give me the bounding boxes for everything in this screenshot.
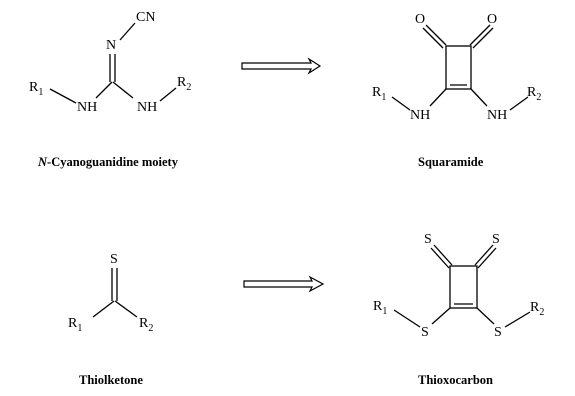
bond-c-s-left bbox=[431, 307, 451, 325]
cyclobutene-ring bbox=[449, 265, 478, 309]
atom-s-right: S bbox=[494, 325, 502, 340]
bond-s-r2 bbox=[504, 311, 531, 328]
bond-r1-nh bbox=[49, 88, 77, 104]
atom-nh-left: NH bbox=[77, 100, 97, 115]
transform-arrow-top bbox=[241, 57, 322, 75]
bond-c-nh-right bbox=[112, 81, 134, 99]
atom-nh-right: NH bbox=[487, 108, 507, 123]
squaramide-structure: O O NH NH R1 R2 bbox=[372, 12, 541, 123]
bond-r1-s bbox=[393, 309, 421, 328]
atom-r2: R2 bbox=[527, 85, 541, 103]
atom-r2: R2 bbox=[177, 75, 191, 93]
cyclobutene-ring bbox=[445, 45, 472, 90]
atom-r1: R1 bbox=[68, 316, 82, 334]
bond-c-s-right bbox=[476, 307, 495, 325]
thiolketone-structure: S R1 R2 bbox=[68, 252, 153, 334]
bond-nh-r2 bbox=[509, 96, 529, 111]
atom-s-left: S bbox=[421, 325, 429, 340]
atom-s-right-thione: S bbox=[492, 232, 500, 247]
bond-co-right-a bbox=[469, 24, 491, 46]
bond-co-left-a bbox=[425, 24, 447, 46]
bond-c-r1 bbox=[92, 300, 115, 318]
caption-cyanoguanidine: N-Cyanoguanidine moiety bbox=[37, 155, 179, 169]
atom-s-thione: S bbox=[110, 252, 118, 267]
bond-co-right-b bbox=[472, 27, 494, 49]
bond-c-r2 bbox=[114, 300, 138, 318]
atom-s-left-thione: S bbox=[424, 232, 432, 247]
atom-o-right: O bbox=[487, 12, 497, 27]
bond-co-left-b bbox=[422, 27, 444, 49]
bond-cs-left-b bbox=[430, 247, 450, 269]
caption-thiolketone: Thiolketone bbox=[79, 373, 143, 387]
bond-cs-left-a bbox=[433, 244, 453, 266]
bond-n-cn bbox=[119, 22, 136, 41]
bond-nh-r2 bbox=[159, 87, 177, 102]
thioxocarbon-structure: S S S S R1 R2 bbox=[373, 232, 544, 340]
bond-cs-right-b bbox=[477, 247, 497, 269]
transform-arrow-bottom bbox=[243, 275, 325, 293]
atom-r2: R2 bbox=[530, 300, 544, 318]
atom-cn: CN bbox=[136, 10, 155, 25]
caption-squaramide: Squaramide bbox=[418, 155, 484, 169]
atom-nh-left: NH bbox=[410, 108, 430, 123]
cyanoguanidine-structure: N CN NH NH R1 R2 bbox=[29, 10, 191, 115]
atom-nh-right: NH bbox=[137, 100, 157, 115]
atom-r1: R1 bbox=[29, 80, 43, 98]
atom-r1: R1 bbox=[372, 85, 386, 103]
bond-r1-nh bbox=[391, 96, 411, 111]
atom-r1: R1 bbox=[373, 299, 387, 317]
atom-n-imine: N bbox=[106, 38, 116, 53]
atom-o-left: O bbox=[415, 12, 425, 27]
bond-cs-right-a bbox=[474, 244, 494, 266]
bond-c-nh-left bbox=[95, 81, 113, 99]
atom-r2: R2 bbox=[139, 316, 153, 334]
bond-c-nh-right bbox=[470, 88, 488, 107]
bond-c-nh-left bbox=[429, 88, 447, 107]
caption-thioxocarbon: Thioxocarbon bbox=[418, 373, 493, 387]
